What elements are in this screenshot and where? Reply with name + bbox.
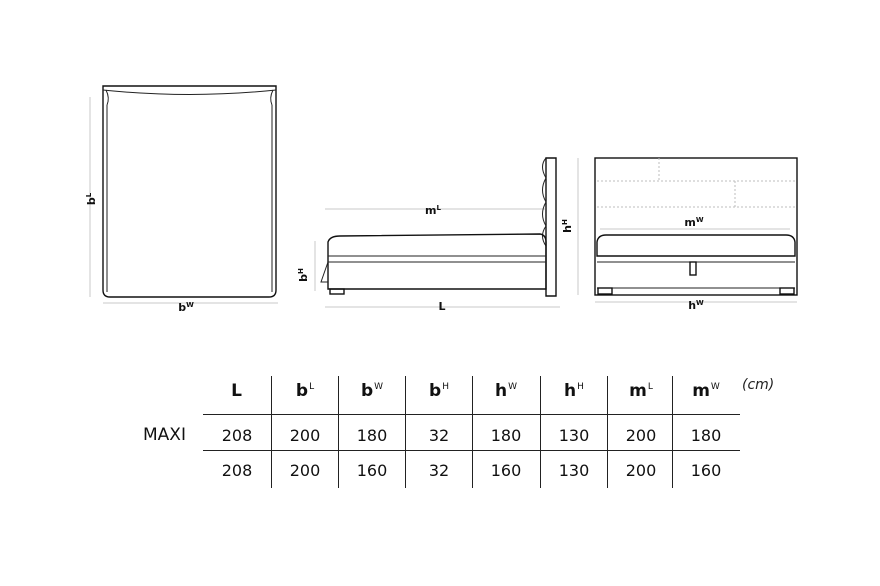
bed-technical-drawings: bL bW mL bH hH L xyxy=(85,85,798,314)
table-cell: 130 xyxy=(558,426,590,445)
header-mL: mL xyxy=(629,381,653,401)
front-view-headboard-width-label: hW xyxy=(688,299,704,312)
table-divider xyxy=(203,450,740,451)
header-L: L xyxy=(231,381,242,401)
table-divider xyxy=(203,414,740,415)
table-divider xyxy=(338,376,339,488)
unit-label: (cm) xyxy=(742,377,775,393)
table-divider xyxy=(607,376,608,488)
table-cell: 180 xyxy=(690,426,722,445)
table-cell: 160 xyxy=(490,461,522,480)
table-cell: 200 xyxy=(289,461,321,480)
table-cell: 180 xyxy=(490,426,522,445)
front-view-drawing: mW hW xyxy=(594,157,798,312)
table-cell: 32 xyxy=(428,426,450,445)
table-divider xyxy=(672,376,673,488)
table-cell: 208 xyxy=(221,461,253,480)
side-view-total-length-label: L xyxy=(438,300,445,313)
table-cell: 208 xyxy=(221,426,253,445)
table-cell: 160 xyxy=(690,461,722,480)
table-divider xyxy=(540,376,541,488)
table-cell: 200 xyxy=(289,426,321,445)
table-divider xyxy=(405,376,406,488)
row-label-maxi: MAXI xyxy=(143,425,186,445)
table-cell: 160 xyxy=(356,461,388,480)
header-hH: hH xyxy=(564,381,584,401)
side-view-drawing: mL bH hH L xyxy=(297,157,579,313)
top-view-length-label: bL xyxy=(85,192,98,205)
table-cell: 200 xyxy=(625,426,657,445)
top-view-width-label: bW xyxy=(178,301,194,314)
table-divider xyxy=(472,376,473,488)
header-bW: bW xyxy=(360,381,384,401)
header-mW: mW xyxy=(692,381,720,401)
table-cell: 130 xyxy=(558,461,590,480)
table-cell: 32 xyxy=(428,461,450,480)
header-bH: bH xyxy=(429,381,449,401)
table-cell: 200 xyxy=(625,461,657,480)
side-view-headboard-height-label: hH xyxy=(561,219,574,233)
side-view-base-height-label: bH xyxy=(297,268,310,282)
side-view-mattress-length-label: mL xyxy=(425,204,441,217)
header-bL: bL xyxy=(295,381,315,401)
table-cell: 180 xyxy=(356,426,388,445)
top-view-drawing: bL bW xyxy=(85,85,278,314)
header-hW: hW xyxy=(494,381,517,401)
front-view-mattress-width-label: mW xyxy=(684,216,703,229)
table-divider xyxy=(271,376,272,488)
